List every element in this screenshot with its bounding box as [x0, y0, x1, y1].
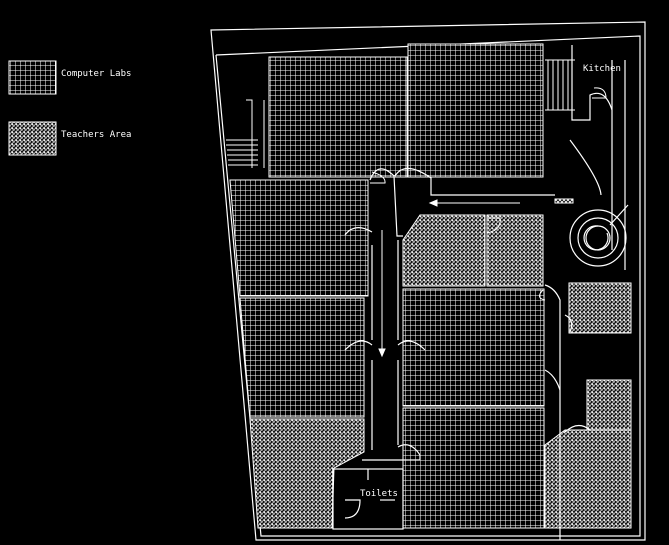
teachers-area-center-right	[486, 214, 544, 287]
teachers-area-right-middle	[586, 379, 632, 431]
lab-left-lower	[239, 297, 365, 418]
building-outline	[210, 21, 646, 541]
legend-label-teachers-area: Teachers Area	[61, 130, 131, 140]
circular-ramp	[569, 204, 629, 267]
legend-swatch-computer-labs	[8, 60, 57, 95]
corridor-arrows	[378, 198, 574, 358]
lab-top-left	[268, 56, 408, 178]
lab-left-upper	[229, 179, 369, 297]
staircase	[226, 59, 575, 168]
teachers-area-right-upper	[568, 282, 632, 334]
door-swings	[370, 87, 607, 301]
teachers-area-bottom-left	[249, 418, 365, 529]
teachers-area-right-lower	[544, 429, 632, 529]
kitchen-label: Kitchen	[583, 64, 621, 74]
legend-label-computer-labs: Computer Labs	[61, 69, 131, 79]
computer-labs	[229, 43, 545, 529]
toilets-label: Toilets	[360, 489, 398, 499]
lab-center-upper	[402, 288, 545, 407]
lab-top-right	[407, 43, 544, 178]
toilets-room	[332, 468, 404, 530]
legend-swatch-teachers-area	[8, 121, 57, 156]
teachers-area-center	[402, 214, 486, 287]
lab-center-lower	[402, 407, 545, 529]
teachers-areas	[249, 214, 632, 529]
legend: Computer Labs Teachers Area	[8, 60, 131, 156]
corridor	[344, 167, 555, 461]
right-wing	[544, 45, 626, 540]
